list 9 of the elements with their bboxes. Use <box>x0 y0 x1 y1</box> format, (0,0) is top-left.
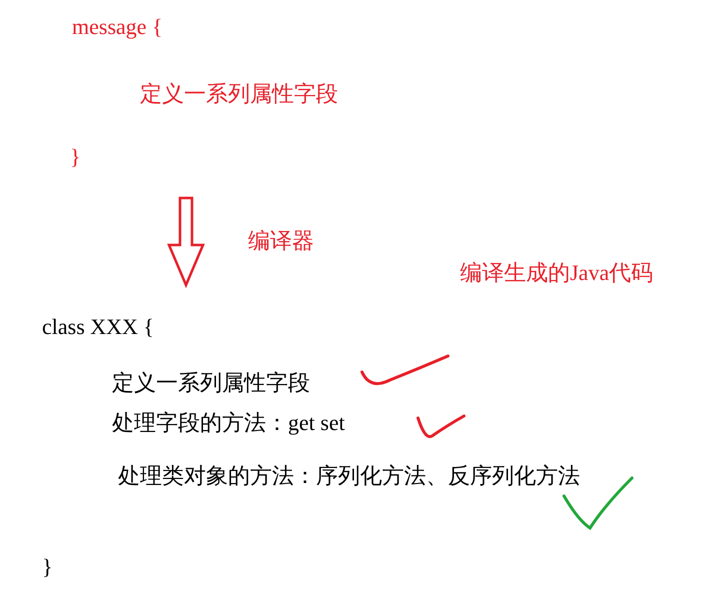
closing-brace: } <box>70 143 81 171</box>
code-line: 定义一系列属性字段 <box>140 80 338 108</box>
code-heading: class XXX { <box>42 313 154 341</box>
code-line: 处理类对象的方法：序列化方法、反序列化方法 <box>118 462 580 490</box>
code-line: 定义一系列属性字段 <box>112 369 310 397</box>
block-arrow <box>167 196 205 288</box>
code-heading: message { <box>72 13 163 41</box>
closing-brace: } <box>42 553 53 581</box>
code-line: 处理字段的方法：get set <box>112 409 345 437</box>
